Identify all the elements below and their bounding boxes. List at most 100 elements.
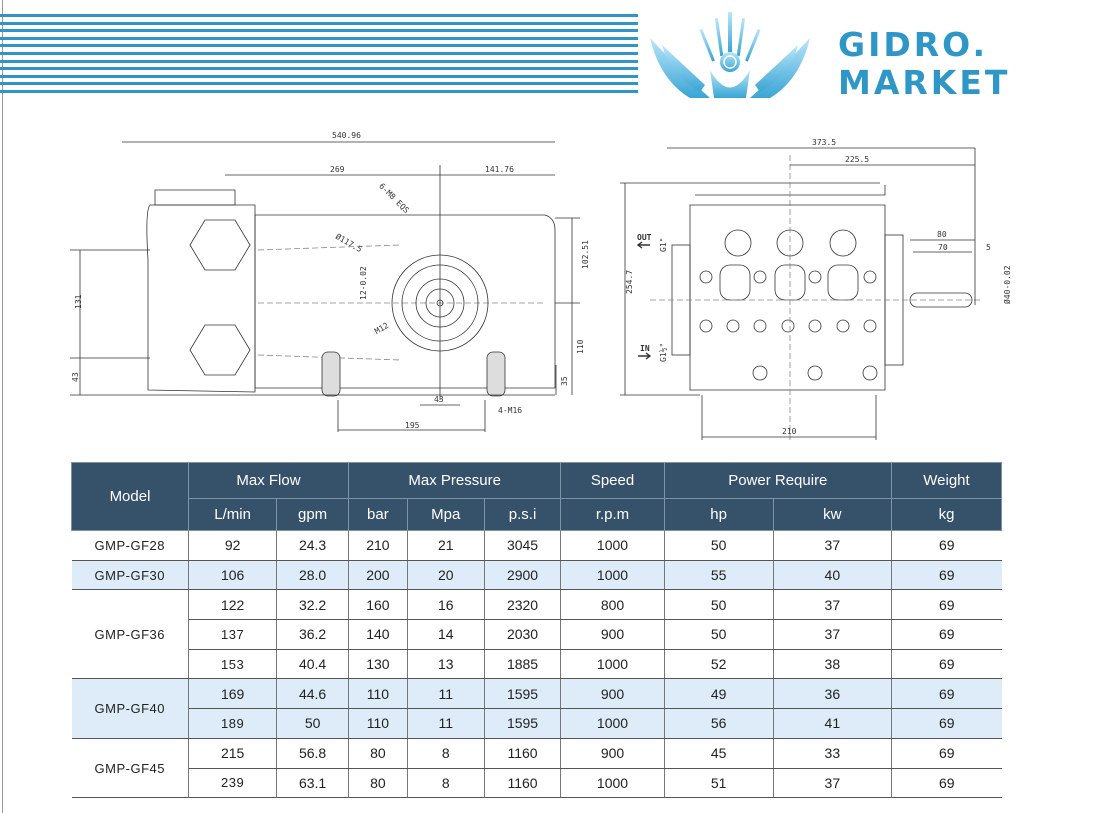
value-cell: 69: [891, 738, 1002, 769]
value-cell: 14: [406, 619, 485, 650]
value-cell: 24.3: [276, 530, 349, 561]
label-4-m16: 4-M16: [498, 406, 522, 415]
value-cell: 50: [663, 530, 774, 561]
value-cell: 45: [663, 738, 774, 769]
value-cell: 130: [347, 649, 408, 680]
value-cell: 55: [663, 560, 774, 591]
value-cell: 140: [347, 619, 408, 650]
front-view-drawing: 373.5 225.5 254.7 210 80 70 5 Ø40-0.02 O…: [620, 138, 1012, 440]
dim-35: 35: [560, 376, 569, 386]
value-cell: 92: [187, 530, 278, 561]
label-diameter: Ø117.5: [334, 231, 364, 254]
value-cell: 32.2: [276, 589, 349, 621]
label-out: OUT: [637, 233, 652, 242]
value-cell: 189: [188, 708, 278, 739]
value-cell: 38: [772, 649, 893, 680]
value-cell: 1160: [483, 738, 562, 769]
value-cell: 137: [188, 619, 278, 650]
model-cell: GMP-GF30: [71, 560, 189, 591]
value-cell: 1000: [560, 708, 665, 739]
value-cell: 33: [772, 738, 893, 769]
value-cell: 1885: [483, 649, 562, 680]
dim-overall-length: 540.96: [332, 131, 361, 140]
value-cell: 1595: [483, 708, 562, 739]
value-cell: 8: [406, 738, 485, 769]
value-cell: 69: [891, 589, 1002, 621]
dim-5: 5: [986, 243, 991, 252]
value-cell: 8: [406, 768, 485, 799]
value-cell: 122: [187, 589, 278, 621]
value-cell: 44.6: [276, 678, 349, 710]
value-cell: 41: [772, 708, 893, 739]
logo-emblem-icon: [650, 12, 810, 98]
dim-102: 102.51: [581, 240, 590, 269]
value-cell: 28.0: [276, 560, 349, 591]
value-cell: 69: [891, 678, 1002, 710]
page-border: [2, 0, 3, 813]
model-cell: GMP-GF36: [71, 589, 189, 680]
value-cell: 169: [187, 678, 278, 710]
value-cell: 900: [560, 619, 665, 650]
value-cell: 239: [188, 768, 278, 799]
value-cell: 210: [347, 530, 408, 561]
dim-43-vertical: 43: [71, 372, 80, 382]
value-cell: 69: [891, 560, 1002, 591]
value-cell: 37: [772, 619, 893, 650]
value-cell: 56.8: [276, 738, 349, 769]
label-6-m8: 6-M8 EQS: [377, 182, 411, 216]
value-cell: 1595: [483, 678, 562, 710]
header-stripes: [0, 14, 638, 98]
model-cell: GMP-GF45: [71, 738, 189, 799]
header-weight: Weight: [891, 462, 1002, 499]
value-cell: 900: [560, 678, 665, 710]
value-cell: 40: [772, 560, 893, 591]
unit-header: bar: [347, 498, 408, 531]
label-tolerance: 12-0.02: [359, 266, 368, 300]
value-cell: 50: [663, 589, 774, 621]
value-cell: 36.2: [276, 619, 349, 650]
value-cell: 1000: [560, 768, 665, 799]
label-g1: G1": [659, 238, 668, 252]
specifications-table: Model Max Flow Max Pressure Speed Power …: [71, 462, 1002, 799]
model-cell: GMP-GF28: [71, 530, 189, 561]
value-cell: 69: [891, 768, 1002, 799]
label-shaft-diameter: Ø40-0.02: [1002, 265, 1012, 304]
value-cell: 50: [276, 708, 349, 739]
label-g1-5: G1½": [658, 343, 668, 362]
side-view-drawing: 540.96 269 141.76 131 43 102.51 110 35 4…: [70, 131, 590, 432]
value-cell: 40.4: [276, 649, 349, 680]
value-cell: 106: [187, 560, 278, 591]
value-cell: 11: [406, 708, 485, 739]
value-cell: 110: [347, 708, 408, 739]
value-cell: 11: [406, 678, 485, 710]
value-cell: 3045: [483, 530, 562, 561]
dim-131: 131: [74, 294, 83, 309]
header-max-pressure: Max Pressure: [347, 462, 562, 499]
value-cell: 52: [663, 649, 774, 680]
value-cell: 49: [663, 678, 774, 710]
value-cell: 51: [663, 768, 774, 799]
technical-drawings: 540.96 269 141.76 131 43 102.51 110 35 4…: [70, 131, 1012, 440]
value-cell: 1000: [560, 560, 665, 591]
value-cell: 200: [347, 560, 408, 591]
value-cell: 215: [187, 738, 278, 769]
header-model: Model: [71, 462, 189, 531]
value-cell: 2030: [483, 619, 562, 650]
dim-254: 254.7: [625, 270, 634, 294]
label-m12: M12: [373, 321, 390, 336]
unit-header: kg: [891, 498, 1002, 531]
value-cell: 900: [560, 738, 665, 769]
value-cell: 69: [891, 649, 1002, 680]
value-cell: 1000: [560, 530, 665, 561]
value-cell: 1000: [560, 649, 665, 680]
dim-70: 70: [938, 243, 948, 252]
value-cell: 160: [347, 589, 408, 621]
